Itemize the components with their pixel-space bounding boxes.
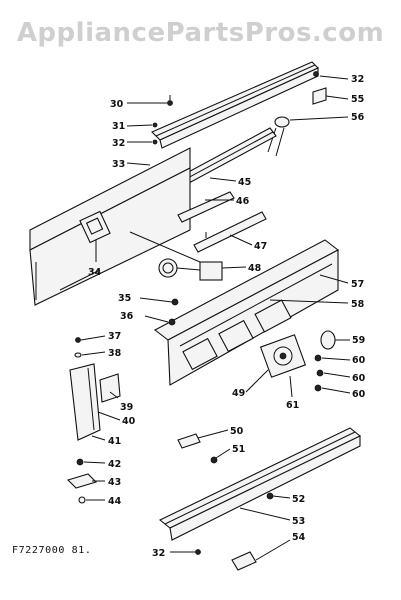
bracket-39	[99, 373, 121, 403]
end-cap-40	[69, 363, 101, 441]
thermostat-48	[129, 231, 223, 281]
callout-51: 51	[232, 444, 245, 455]
nut-60-a	[314, 354, 322, 362]
callout-44: 44	[108, 496, 122, 507]
knob-59	[320, 330, 336, 350]
callout-53: 53	[292, 516, 305, 527]
callout-39: 39	[120, 402, 133, 413]
backguard-panel-33	[29, 147, 191, 306]
screw-36	[168, 318, 176, 326]
callout-34: 34	[88, 267, 102, 278]
callout-60: 60	[352, 373, 366, 384]
callout-35: 35	[118, 293, 131, 304]
clip-55	[312, 87, 327, 105]
screw-44	[78, 496, 86, 504]
screw-32-left	[152, 139, 158, 145]
screw-52	[266, 492, 274, 500]
callout-48: 48	[248, 263, 262, 274]
callout-47: 47	[254, 241, 267, 252]
callout-38: 38	[108, 348, 122, 359]
bracket-54	[231, 551, 257, 571]
callout-52: 52	[292, 494, 305, 505]
screw-37	[75, 337, 81, 343]
callout-60: 60	[352, 355, 366, 366]
callout-42: 42	[108, 459, 121, 470]
callout-46: 46	[236, 196, 250, 207]
switch-56	[267, 116, 290, 157]
infinite-switch-49	[259, 334, 307, 378]
screw-32-right	[313, 71, 319, 77]
callout-32: 32	[152, 548, 165, 559]
callout-50: 50	[230, 426, 244, 437]
callout-33: 33	[112, 159, 125, 170]
callout-40: 40	[122, 416, 136, 427]
figure-code: F7227000 81.	[12, 545, 92, 556]
nut-60-c	[314, 384, 322, 392]
callout-61: 61	[286, 400, 299, 411]
callout-56: 56	[351, 112, 365, 123]
callout-36: 36	[120, 311, 134, 322]
callout-labels: 30 31 32 33 32 55 56 45 46 47 34 48 57 3…	[88, 74, 366, 559]
screw-31	[152, 122, 158, 128]
callout-58: 58	[351, 299, 365, 310]
screw-51	[210, 456, 218, 464]
callout-57: 57	[351, 279, 364, 290]
screw-30	[167, 95, 173, 106]
clip-50	[177, 433, 201, 449]
plate-43	[66, 473, 98, 489]
callout-45: 45	[238, 177, 251, 188]
callout-32: 32	[351, 74, 364, 85]
callout-30: 30	[110, 99, 124, 110]
spacer-42	[76, 458, 84, 466]
washer-38	[74, 352, 82, 358]
control-panel-57	[153, 239, 340, 386]
nut-60-b	[316, 369, 324, 377]
callout-43: 43	[108, 477, 121, 488]
screw-35	[171, 298, 179, 306]
callout-60: 60	[352, 389, 366, 400]
callout-59: 59	[352, 335, 365, 346]
callout-37: 37	[108, 331, 121, 342]
timer-box-34	[79, 210, 111, 244]
screw-32-bottom	[195, 549, 201, 555]
bracket-47	[193, 211, 267, 253]
bottom-rail-53	[158, 427, 362, 541]
top-trim-strip	[151, 61, 319, 149]
callout-55: 55	[351, 94, 364, 105]
watermark-text: AppliancePartsPros.com	[16, 18, 385, 48]
callout-54: 54	[292, 532, 306, 543]
callout-49: 49	[232, 388, 245, 399]
callout-41: 41	[108, 436, 121, 447]
leader-lines	[80, 75, 351, 561]
callout-31: 31	[112, 121, 125, 132]
callout-32: 32	[112, 138, 125, 149]
